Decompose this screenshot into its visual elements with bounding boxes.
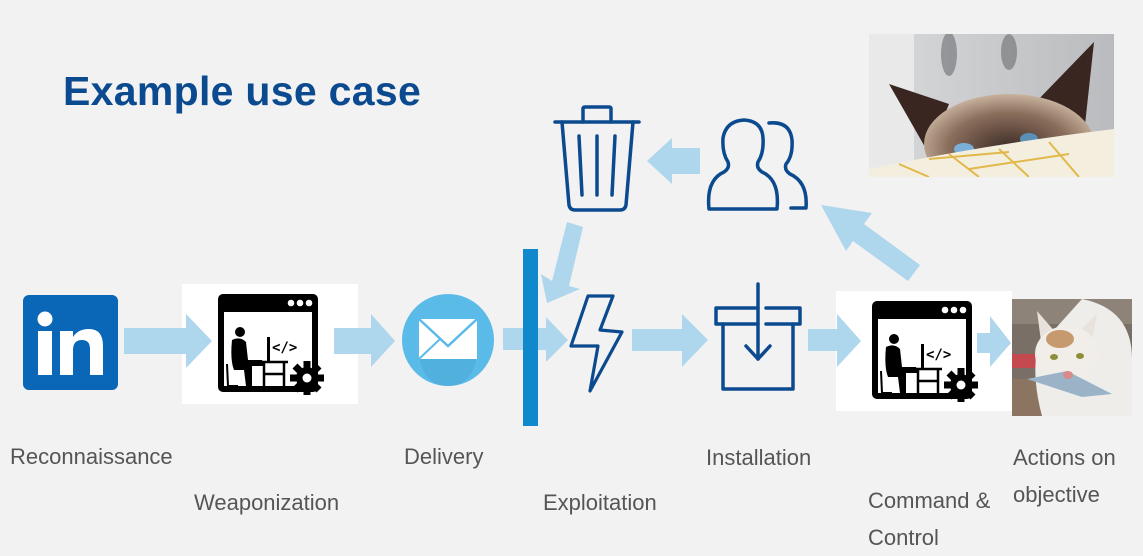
label-line: Command & — [868, 488, 991, 513]
arrow-c2-to-actions — [977, 316, 1011, 367]
install-box-icon — [714, 282, 802, 391]
stage-label-installation: Installation — [706, 445, 812, 470]
arrow-trash-to-exploit — [541, 222, 583, 303]
stage-label-actions-on-objective: Actions on objective — [1013, 439, 1116, 513]
mail-icon — [402, 294, 494, 386]
linkedin-icon — [23, 295, 118, 390]
users-icon — [706, 118, 808, 211]
arrow-c2-to-users — [821, 205, 920, 281]
label-line: Actions on — [1013, 445, 1116, 470]
page-title: Example use case — [63, 68, 422, 114]
arrow-weapon-to-delivery — [334, 314, 395, 367]
trash-icon — [553, 105, 641, 212]
stage-label-reconnaissance: Reconnaissance — [10, 444, 173, 469]
arrow-install-to-c2 — [808, 314, 861, 367]
arrow-recon-to-weapon — [124, 314, 212, 368]
defense-barrier — [523, 249, 538, 426]
developer-gear-icon — [870, 299, 978, 402]
stage-label-delivery: Delivery — [404, 444, 484, 469]
stage-label-command-control: Command & Control — [868, 482, 990, 556]
label-line: Control — [868, 525, 939, 550]
stage-label-exploitation: Exploitation — [543, 490, 657, 515]
peeking-cat-photo — [869, 34, 1114, 177]
label-line: objective — [1013, 482, 1100, 507]
cat-with-fish-photo — [1012, 299, 1132, 416]
arrow-users-to-trash — [647, 138, 700, 184]
stage-label-weaponization: Weaponization — [194, 490, 340, 515]
lightning-icon — [569, 294, 624, 393]
developer-gear-icon — [216, 292, 324, 395]
arrow-exploit-to-install — [632, 314, 708, 367]
